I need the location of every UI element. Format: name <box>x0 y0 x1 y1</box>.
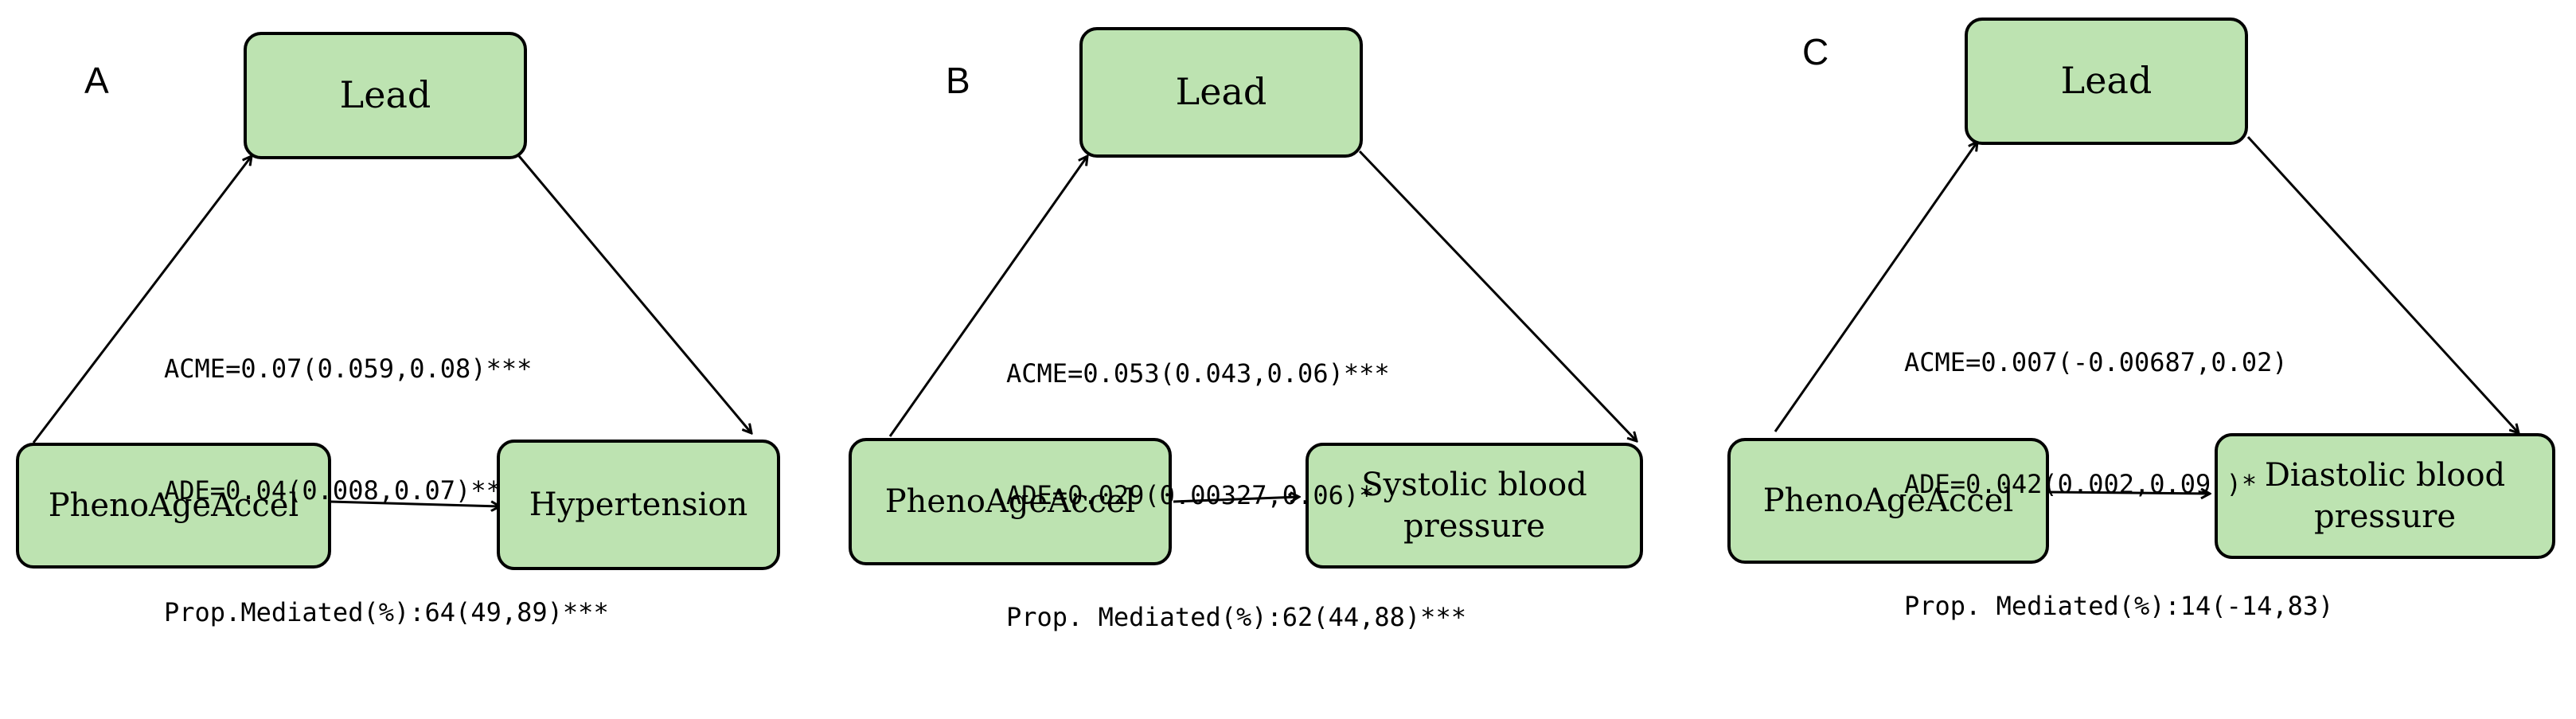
arrow-exposure-to-mediator <box>32 156 252 444</box>
arrow-mediator-to-outcome <box>1358 150 1637 441</box>
mediation-stats: ACME=0.07(0.059,0.08)*** ADE=0.04(0.008,… <box>164 268 609 714</box>
panel-b: B Lead PhenoAgeAccel Systolic blood pres… <box>845 0 1705 632</box>
arrow-exposure-to-outcome <box>1173 497 1299 503</box>
arrow-exposure-to-outcome <box>2048 492 2210 494</box>
exposure-box: PhenoAgeAccel <box>849 438 1172 565</box>
ade-text: ADE=0.042(0.002,0.09 )* <box>1904 469 2258 499</box>
mediation-stats: ACME=0.053(0.043,0.06)*** ADE=0.029(0.00… <box>1006 272 1466 719</box>
arrow-mediator-to-outcome <box>517 155 751 433</box>
panel-b-arrows <box>888 150 1705 503</box>
panel-letter: B <box>946 60 970 101</box>
panel-letter: C <box>1802 31 1829 72</box>
arrow-mediator-to-outcome <box>2246 135 2519 433</box>
ade-text: ADE=0.029(0.00327,0.06)* <box>1006 480 1375 510</box>
acme-text: ACME=0.053(0.043,0.06)*** <box>1006 358 1390 389</box>
ade-text: ADE=0.04(0.008,0.07)** <box>164 475 502 506</box>
prop-mediated-text: Prop. Mediated(%):14(-14,83) <box>1904 591 2334 621</box>
mediation-stats: ACME=0.007(-0.00687,0.02) ADE=0.042(0.00… <box>1904 261 2333 708</box>
panel-c-arrows <box>1774 135 2576 586</box>
arrow-exposure-to-mediator <box>888 156 1087 437</box>
arrow-exposure-to-mediator <box>1774 142 1977 432</box>
mediator-box-lead: Lead <box>1079 27 1363 158</box>
outcome-box: Diastolic blood pressure <box>2215 433 2555 559</box>
prop-mediated-text: Prop. Mediated(%):62(44,88)*** <box>1006 602 1466 632</box>
acme-text: ACME=0.07(0.059,0.08)*** <box>164 354 533 384</box>
mediator-box-lead: Lead <box>1965 18 2248 145</box>
arrow-exposure-to-outcome <box>329 500 500 506</box>
panel-c: C Lead PhenoAgeAccel Diastolic blood pre… <box>1716 0 2576 621</box>
prop-mediated-text: Prop.Mediated(%):64(49,89)*** <box>164 597 609 627</box>
acme-text: ACME=0.007(-0.00687,0.02) <box>1904 347 2288 377</box>
panel-a: A Lead PhenoAgeAccel Hypertension ACME=0… <box>0 0 860 627</box>
panel-a-arrows <box>32 0 860 586</box>
exposure-box: PhenoAgeAccel <box>1727 438 2049 564</box>
mediator-box-lead: Lead <box>244 32 527 159</box>
outcome-box: Systolic blood pressure <box>1306 443 1643 569</box>
exposure-box: PhenoAgeAccel <box>16 443 331 569</box>
outcome-box: Hypertension <box>497 440 780 570</box>
panel-letter: A <box>84 60 109 101</box>
